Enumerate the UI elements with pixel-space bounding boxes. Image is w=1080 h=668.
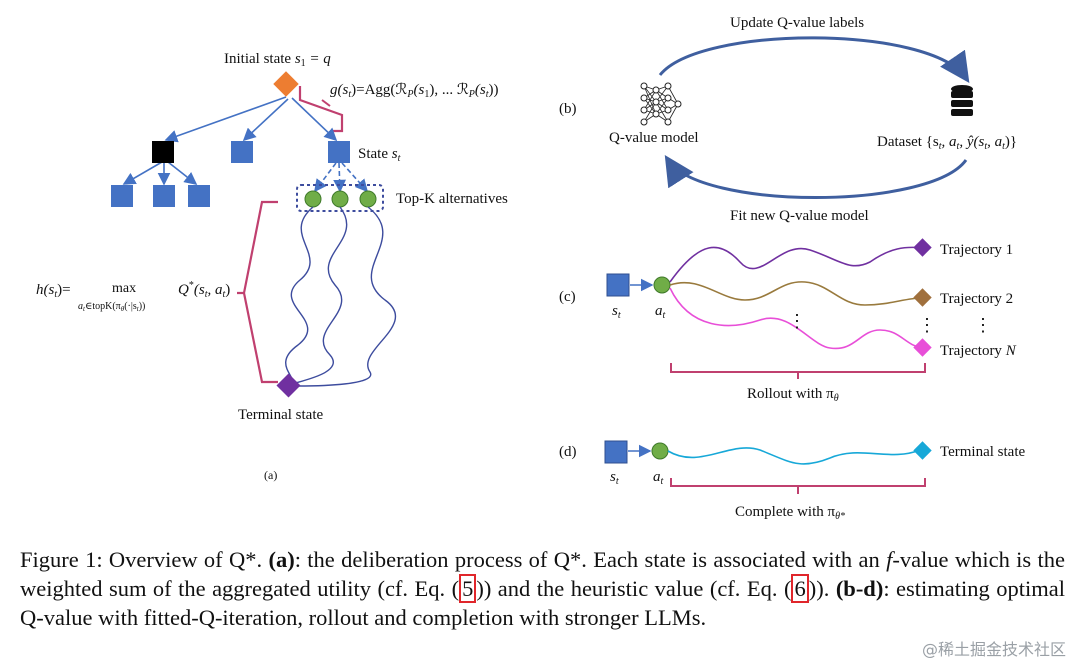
completion-path [667, 447, 921, 465]
tree-edges [122, 96, 338, 186]
tree-node-black [152, 141, 174, 163]
panel-c-tag: (c) [559, 289, 576, 305]
database-icon [951, 85, 973, 116]
fit-arrow [664, 154, 968, 199]
ellipsis-far: ⋮ [974, 315, 992, 335]
terminal-node [276, 373, 301, 398]
eq-ref-6[interactable]: 6 [791, 574, 809, 603]
ellipsis-mid: ⋮ [788, 311, 806, 331]
trajectory-1-end [913, 238, 932, 257]
st-label: st [612, 303, 621, 321]
tree-node [188, 185, 210, 207]
eq-ref-5[interactable]: 5 [459, 574, 477, 603]
complete-bracket [670, 478, 926, 494]
wave-paths [285, 206, 397, 387]
figure-caption: Figure 1: Overview of Q*. (a): the delib… [20, 547, 1066, 630]
trajectory-2-path [669, 281, 923, 306]
state-node [604, 440, 628, 464]
ellipsis-right: ⋮ [918, 315, 936, 335]
st-label: st [610, 469, 619, 487]
h-formula: h(st)= [36, 282, 71, 300]
tree-node [111, 185, 133, 207]
initial-state-node [273, 71, 299, 97]
panel-c: (c) st at Trajectory 1 Trajectory 2 Traj… [559, 238, 1017, 404]
h-subscript: at∈topK(πθ(·|st)) [78, 301, 145, 313]
topk-box [296, 184, 384, 212]
terminal-label-d: Terminal state [940, 444, 1026, 460]
rollout-label: Rollout with πθ [747, 386, 839, 404]
state-st-label: State st [358, 146, 401, 164]
qvalue-model-label: Q-value model [609, 130, 699, 146]
h-q: Q*(st, at) [178, 280, 230, 300]
fit-model-text: Fit new Q-value model [730, 208, 869, 224]
state-node [606, 273, 630, 297]
trajectory-n-label: Trajectory N [940, 343, 1017, 359]
update-labels-text: Update Q-value labels [730, 15, 864, 31]
topk-node [359, 190, 377, 208]
neural-network-icon [640, 82, 682, 126]
panel-b-tag: (b) [559, 101, 577, 117]
figure-diagram: Initial state s1 = q g(st)=Agg(ℛP(s1), .… [36, 15, 1026, 522]
tree-node [231, 141, 253, 163]
trajectory-n-end [913, 338, 932, 357]
trajectory-2-label: Trajectory 2 [940, 291, 1013, 307]
tree-node [153, 185, 175, 207]
update-arrow [658, 36, 970, 83]
trajectory-1-path [669, 246, 924, 283]
topk-node [331, 190, 349, 208]
trajectory-n-path [669, 287, 923, 350]
h-bracket [237, 200, 278, 384]
topk-edges [314, 162, 369, 193]
g-formula: g(st)=Agg(ℛP(s1), ... ℛP(st)) [330, 82, 499, 100]
terminal-node-d [913, 441, 932, 460]
trajectory-2-end [913, 288, 932, 307]
terminal-label: Terminal state [238, 407, 324, 423]
state-st-node [328, 141, 350, 163]
action-node [651, 442, 669, 460]
topk-label: Top-K alternatives [396, 191, 508, 207]
panel-a-tag: (a) [264, 468, 277, 482]
at-label: at [653, 469, 664, 487]
panel-d-tag: (d) [559, 444, 577, 460]
trajectory-1-label: Trajectory 1 [940, 242, 1013, 258]
topk-node [304, 190, 322, 208]
rollout-bracket [670, 363, 926, 379]
h-max: max [112, 281, 136, 296]
complete-label: Complete with πθ* [735, 504, 845, 522]
g-bracket [298, 86, 344, 133]
g-bracket-tick [321, 99, 331, 107]
panel-d: (d) st at Terminal state Complete with π… [559, 440, 1026, 522]
watermark: @稀土掘金技术社区 [921, 640, 1066, 659]
at-label: at [655, 303, 666, 321]
panel-a: Initial state s1 = q g(st)=Agg(ℛP(s1), .… [36, 51, 508, 482]
dataset-label: Dataset {st, at, ŷ(st, at)} [877, 134, 1017, 152]
panel-b: (b) Update Q-value labels Fit new Q-valu… [559, 15, 1017, 224]
action-node [653, 276, 671, 294]
initial-state-label: Initial state s1 = q [224, 51, 331, 69]
